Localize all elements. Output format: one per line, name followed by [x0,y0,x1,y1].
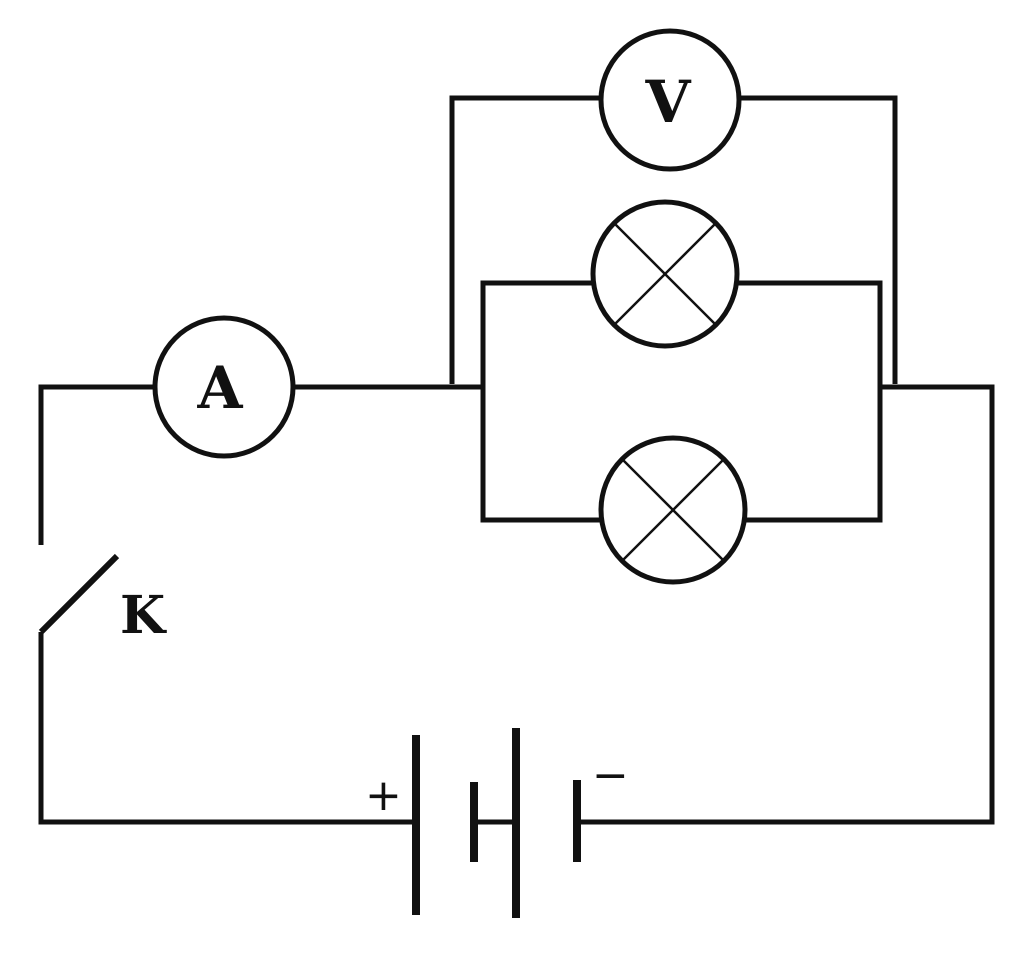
wire-lamp2-left [480,387,601,523]
wire-left-bottom [38,632,413,825]
battery-icon: + − [365,728,629,918]
wire-right-side [580,384,995,825]
wires [38,95,995,825]
switch-label: K [120,585,167,646]
wire-lamp2-right [745,387,883,523]
voltmeter-circle [598,28,742,172]
battery-positive-sign: + [365,770,402,821]
voltmeter-icon: V [598,28,742,172]
ammeter-icon: A [152,315,296,459]
ammeter-circle [152,315,296,459]
wire-voltmeter-left [449,95,600,384]
lamp-2-cross-b [621,458,725,562]
ammeter-label: A [196,354,243,422]
wire-voltmeter-right [740,95,898,384]
wire-left-top [38,384,155,545]
switch-icon: K [38,553,167,646]
switch-blade [38,553,120,635]
wire-lamp1-right [738,280,883,387]
lamp-icon [590,199,740,349]
lamp-icon [598,435,748,585]
lamp-1-cross-b [613,222,717,326]
voltmeter-label: V [644,68,691,136]
battery-negative-sign: − [592,750,629,801]
wire-lamp1-left [480,280,592,387]
